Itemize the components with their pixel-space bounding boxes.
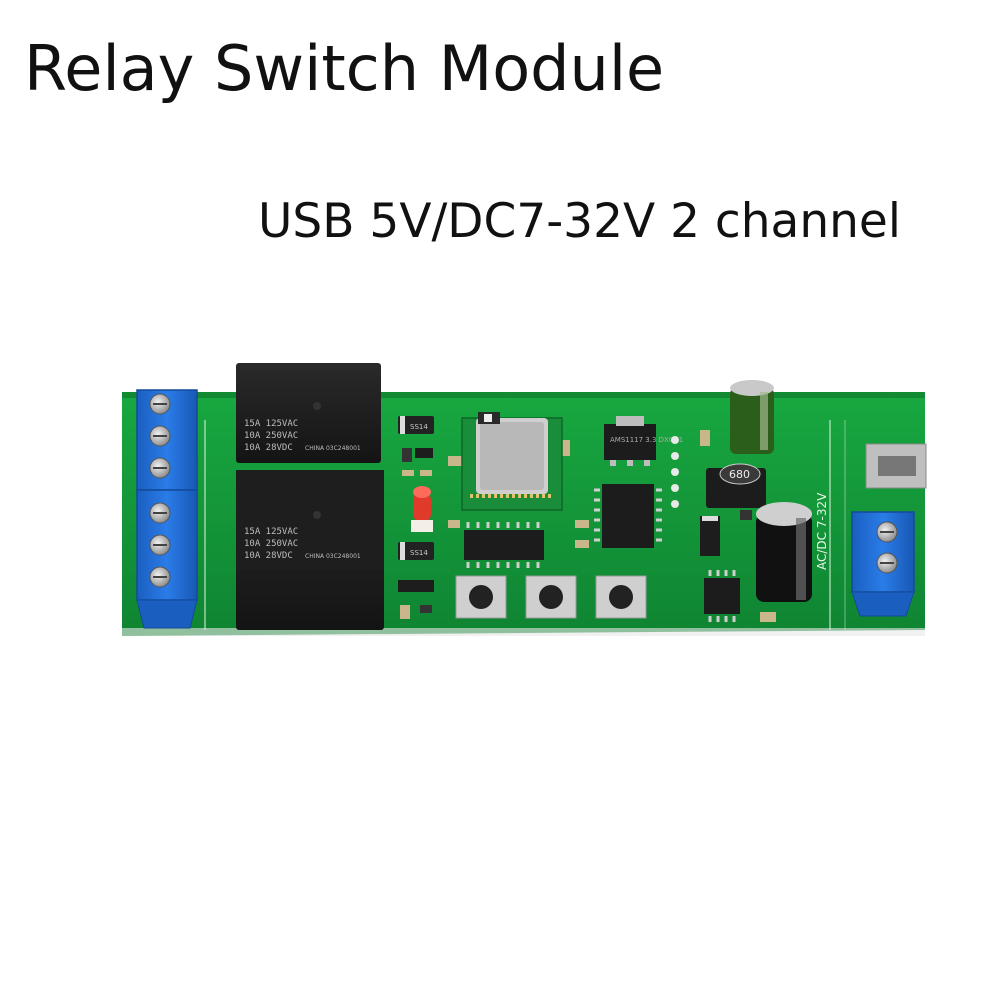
- relay-top-line2: 10A 250VAC: [244, 431, 298, 441]
- push-button-2: [525, 575, 577, 619]
- relay-bottom-maker: CHINA 03C248001: [305, 553, 361, 560]
- power-label: AC/DC 7-32V: [815, 492, 829, 570]
- ic-chip-usb: [594, 484, 662, 548]
- diode-top: SS14: [398, 416, 434, 434]
- relay-top-line3: 10A 28VDC: [244, 443, 293, 453]
- micro-usb-port: [865, 443, 927, 489]
- relay-top: 15A 125VAC 10A 250VAC 10A 28VDC CHINA 03…: [236, 363, 381, 463]
- ic-chip-soic8: [704, 570, 740, 622]
- diode-top-label: SS14: [410, 423, 428, 431]
- capacitor-large: [756, 502, 812, 602]
- inductor: 680: [706, 463, 766, 508]
- ic-chip-soic16: [464, 522, 544, 568]
- page-subtitle: USB 5V/DC7-32V 2 channel: [258, 194, 901, 249]
- relay-bottom-line2: 10A 250VAC: [244, 539, 298, 549]
- smd-components: [398, 430, 776, 622]
- terminal-block-right: [851, 511, 915, 617]
- red-led: [411, 486, 433, 532]
- relay-bottom-line3: 10A 28VDC: [244, 551, 293, 561]
- relay-top-line1: 15A 125VAC: [244, 419, 298, 429]
- diode-bottom-label: SS14: [410, 549, 428, 557]
- wifi-module: [461, 417, 563, 511]
- switch-small: [478, 412, 500, 424]
- inductor-label: 680: [729, 468, 750, 481]
- capacitor-small: [730, 380, 774, 454]
- terminal-block-left-top: [136, 389, 198, 491]
- product-photo: 15A 125VAC 10A 250VAC 10A 28VDC CHINA 03…: [122, 363, 927, 636]
- page-title: Relay Switch Module: [24, 32, 665, 105]
- diode-bottom: SS14: [398, 542, 434, 560]
- header-pads: [671, 436, 679, 508]
- relay-bottom: 15A 125VAC 10A 250VAC 10A 28VDC CHINA 03…: [236, 470, 384, 630]
- regulator-label: AMS1117 3.3 DXG91: [610, 436, 683, 444]
- relay-top-maker: CHINA 03C248001: [305, 445, 361, 452]
- terminal-block-left-bottom: [136, 489, 198, 629]
- push-button-3: [595, 575, 647, 619]
- push-button-1: [455, 575, 507, 619]
- voltage-regulator: AMS1117 3.3 DXG91: [604, 416, 683, 466]
- relay-bottom-line1: 15A 125VAC: [244, 527, 298, 537]
